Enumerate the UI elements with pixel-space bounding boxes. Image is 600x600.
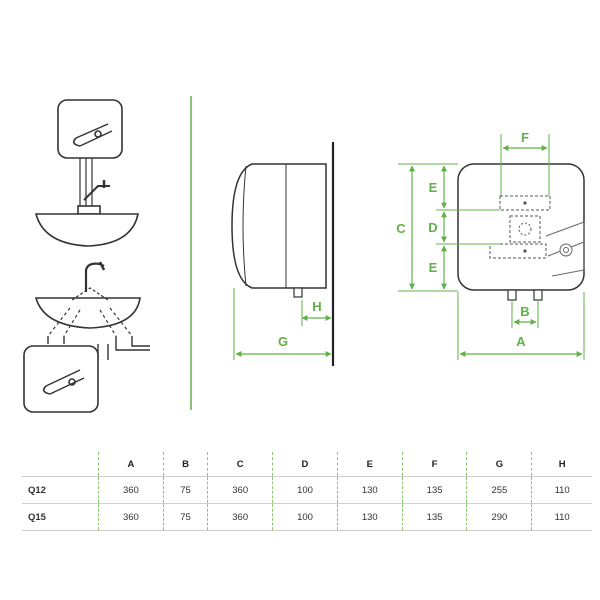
dim-label-C: C xyxy=(396,221,406,236)
header-cell xyxy=(22,452,99,477)
dim-label-B: B xyxy=(520,304,529,319)
dim-label-H: H xyxy=(312,299,321,314)
table-cell: 135 xyxy=(401,503,467,531)
header-cell: E xyxy=(336,452,403,477)
header-cell: F xyxy=(401,452,467,477)
table-row: Q12 360 75 360 100 130 135 255 110 xyxy=(22,476,592,504)
technical-drawing: H G F C xyxy=(23,96,585,413)
table-cell: 255 xyxy=(466,476,532,504)
dim-label-E-top: E xyxy=(429,180,438,195)
table-header-row: A B C D E F G H xyxy=(22,452,592,477)
table-cell: 110 xyxy=(531,476,592,504)
table-cell: 360 xyxy=(98,476,164,504)
table-cell: 290 xyxy=(466,503,532,531)
header-cell: D xyxy=(272,452,338,477)
dim-label-G: G xyxy=(278,334,288,349)
header-cell: G xyxy=(466,452,532,477)
dim-label-A: A xyxy=(516,334,526,349)
header-cell: C xyxy=(207,452,273,477)
side-view: H G xyxy=(231,142,335,366)
front-view: F C E D E B A xyxy=(396,130,585,360)
table-cell: 110 xyxy=(531,503,592,531)
table-cell: 360 xyxy=(207,503,273,531)
dim-label-D: D xyxy=(428,220,437,235)
header-cell: A xyxy=(98,452,164,477)
table-cell: 100 xyxy=(272,476,338,504)
table-cell: 75 xyxy=(162,503,208,531)
header-cell: B xyxy=(162,452,208,477)
table-cell: 130 xyxy=(336,476,403,504)
model-cell: Q15 xyxy=(22,503,99,531)
table-row: Q15 360 75 360 100 130 135 290 110 xyxy=(22,503,592,531)
header-cell: H xyxy=(531,452,592,477)
table-cell: 100 xyxy=(272,503,338,531)
table-cell: 75 xyxy=(162,476,208,504)
table-cell: 360 xyxy=(98,503,164,531)
model-cell: Q12 xyxy=(22,476,99,504)
table-cell: 360 xyxy=(207,476,273,504)
over-sink-installation xyxy=(34,99,139,247)
table-cell: 135 xyxy=(401,476,467,504)
table-cell: 130 xyxy=(336,503,403,531)
under-sink-installation xyxy=(23,261,150,413)
dim-label-E-bottom: E xyxy=(429,260,438,275)
dim-label-F: F xyxy=(521,130,529,145)
dimensions-table: A B C D E F G H Q12 360 75 360 100 130 1… xyxy=(22,452,592,531)
